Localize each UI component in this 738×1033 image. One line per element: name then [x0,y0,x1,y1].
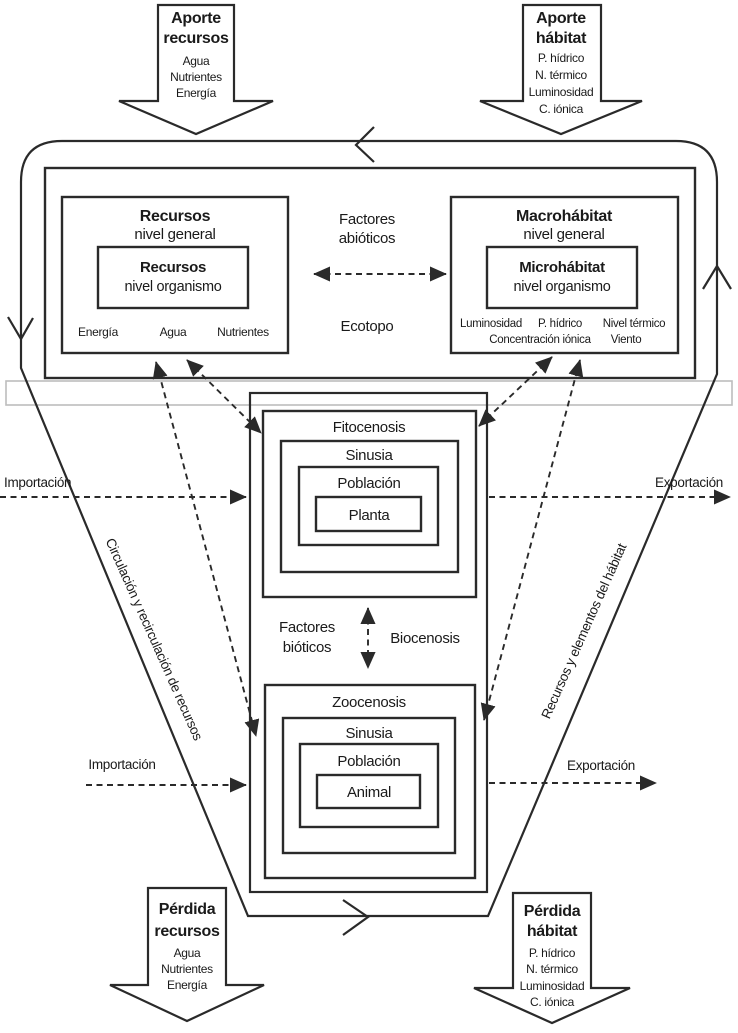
recursos-inner-subtitle: nivel organismo [124,279,221,295]
macrohabitat-general-box [449,195,680,355]
import-bottom-label: Importación [88,757,155,772]
macrohabitat-factor: Luminosidad [460,318,522,330]
planta-box [314,495,423,533]
aporte-habitat-item: N. térmico [535,68,587,82]
zoocenosis-poblacion-label: Población [337,753,400,770]
perdida-habitat-item: C. iónica [530,995,575,1009]
export-top-label: Exportación [655,475,723,490]
ecotopo-box [43,166,697,380]
aporte-recursos-item: Nutrientes [170,70,222,84]
planta-label: Planta [349,507,391,524]
down-arrow-icon [473,891,631,1025]
perdida-habitat-item: Luminosidad [520,979,585,993]
fitocenosis-poblacion-box [297,465,440,547]
microhabitat-inner-title: Microhábitat [519,259,605,276]
factores-abioticos-label-1: Factores [339,211,395,228]
fitocenosis-sinusia-box [279,439,460,574]
down-arrow-icon [479,3,643,136]
aporte-recursos-item: Agua [183,54,210,68]
zoocenosis-sinusia-box [281,716,457,855]
loop-arrow-right-icon [342,899,370,936]
aporte-recursos-title-2: recursos [163,30,229,47]
perdida-recursos-title-1: Pérdida [159,901,216,918]
factores-bioticos-label-2: bióticos [283,639,331,656]
aporte-habitat-title-1: Aporte [536,10,586,27]
zoocenosis-sinusia-label: Sinusia [345,725,393,742]
zoocenosis-poblacion-box [298,742,440,829]
fitocenosis-poblacion-label: Población [337,475,400,492]
recursos-organismo-box [96,245,250,310]
microhabitat-organismo-box [485,245,639,310]
circulation-diagonal-label: Circulación y recirculación de recursos [103,536,206,743]
aporte-habitat-title-2: hábitat [536,30,587,47]
perdida-habitat-item: N. térmico [526,962,578,976]
export-bottom-label: Exportación [567,758,635,773]
factores-bioticos-label-1: Factores [279,619,335,636]
aporte-recursos-title-1: Aporte [171,10,221,27]
aporte-recursos-item: Energía [176,86,217,100]
perdida-recursos-item: Nutrientes [161,962,213,976]
macrohabitat-subtitle: nivel general [523,226,604,243]
down-arrow-icon [109,886,265,1023]
macrohabitat-title: Macrohábitat [516,208,613,225]
macrohabitat-factor: Nivel térmico [603,318,666,330]
macrohabitat-factor: Viento [611,334,642,346]
perdida-recursos-item: Agua [174,946,201,960]
aporte-habitat-item: P. hídrico [538,51,585,65]
perdida-recursos-title-2: recursos [154,923,220,940]
aporte-habitat-item: Luminosidad [529,85,594,99]
perdida-habitat-arrow: Pérdida hábitat P. hídrico N. térmico Lu… [473,891,631,1025]
resources-habitat-diagonal-label: Recursos y elementos del hábitat [538,541,629,721]
macrohabitat-zoocenosis-link-arrow [480,359,584,721]
aporte-habitat-arrow: Aporte hábitat P. hídrico N. térmico Lum… [479,3,643,136]
recursos-inner-title: Recursos [140,259,206,276]
animal-box [315,773,422,810]
perdida-habitat-title-1: Pérdida [524,903,581,920]
perdida-habitat-item: P. hídrico [529,946,576,960]
recursos-factor: Energía [78,325,119,339]
fitocenosis-box [261,409,478,599]
down-arrow-icon [118,3,274,136]
factores-abioticos-label-2: abióticos [339,230,396,247]
biocenosis-label: Biocenosis [390,630,460,647]
recursos-zoocenosis-link-arrow [152,361,260,737]
loop-arrow-up-icon [702,263,732,290]
recursos-general-box [60,195,290,355]
fitocenosis-sinusia-label: Sinusia [345,447,393,464]
aporte-recursos-arrow: Aporte recursos Agua Nutrientes Energía [118,3,274,136]
aporte-habitat-item: C. iónica [539,102,584,116]
ecotopo-label: Ecotopo [341,318,394,335]
perdida-recursos-item: Energía [167,978,208,992]
microhabitat-inner-subtitle: nivel organismo [513,279,610,295]
zoocenosis-box [263,683,477,880]
fitocenosis-title: Fitocenosis [333,419,406,436]
loop-arrow-down-icon [7,316,34,342]
perdida-recursos-arrow: Pérdida recursos Agua Nutrientes Energía [109,886,265,1023]
recursos-subtitle: nivel general [134,226,215,243]
biocenosis-section: Fitocenosis Sinusia Población Planta Fac… [248,391,489,894]
import-top-label: Importación [4,475,71,490]
circulation-loop-outline [19,139,719,918]
loop-arrow-left-icon [354,126,375,163]
recursos-factor: Agua [160,325,187,339]
animal-label: Animal [347,784,391,801]
recursos-factor: Nutrientes [217,325,269,339]
macrohabitat-factor: Concentración iónica [489,334,591,346]
zoocenosis-title: Zoocenosis [332,694,406,711]
perdida-habitat-title-2: hábitat [527,923,578,940]
recursos-fitocenosis-link-arrow [186,359,262,434]
ecotopo-section: Recursos nivel general Recursos nivel or… [43,166,697,380]
macrohabitat-factor: P. hídrico [538,318,582,330]
recursos-title: Recursos [140,208,211,225]
